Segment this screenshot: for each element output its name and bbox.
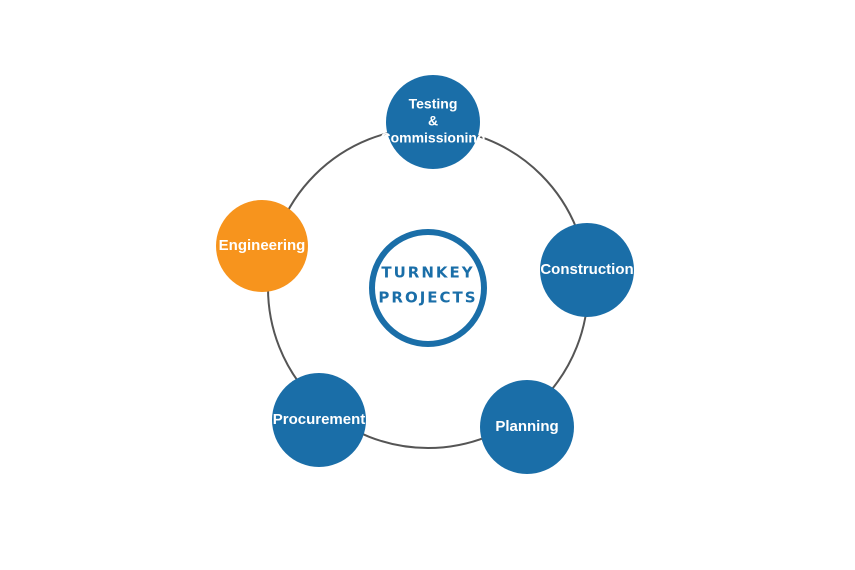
center-hub: TURNKEY PROJECTS bbox=[369, 229, 487, 347]
node-procurement-label-0: Procurement bbox=[273, 411, 366, 428]
center-label-line1: TURNKEY bbox=[381, 264, 474, 282]
node-planning: Planning bbox=[480, 380, 574, 474]
node-testing-label-0: Testing bbox=[409, 96, 458, 112]
center-hub-ring bbox=[369, 229, 487, 347]
node-construction-circle bbox=[540, 223, 634, 317]
node-construction: Construction bbox=[540, 223, 634, 317]
node-testing-label-2: Commissioning bbox=[380, 130, 485, 146]
node-testing-label-1: & bbox=[428, 113, 438, 129]
node-construction-label-0: Construction bbox=[540, 261, 633, 278]
node-engineering-circle bbox=[216, 200, 308, 292]
node-testing: Testing&Commissioning bbox=[380, 75, 486, 169]
node-engineering: Engineering bbox=[216, 200, 308, 292]
node-planning-circle bbox=[480, 380, 574, 474]
cycle-nodes: Testing&CommissioningConstructionPlannin… bbox=[216, 75, 634, 474]
node-engineering-label-0: Engineering bbox=[219, 237, 306, 254]
node-procurement: Procurement bbox=[272, 373, 366, 467]
node-testing-circle bbox=[386, 75, 480, 169]
node-planning-label-0: Planning bbox=[495, 418, 558, 435]
center-label-line2: PROJECTS bbox=[378, 289, 477, 307]
node-procurement-circle bbox=[272, 373, 366, 467]
